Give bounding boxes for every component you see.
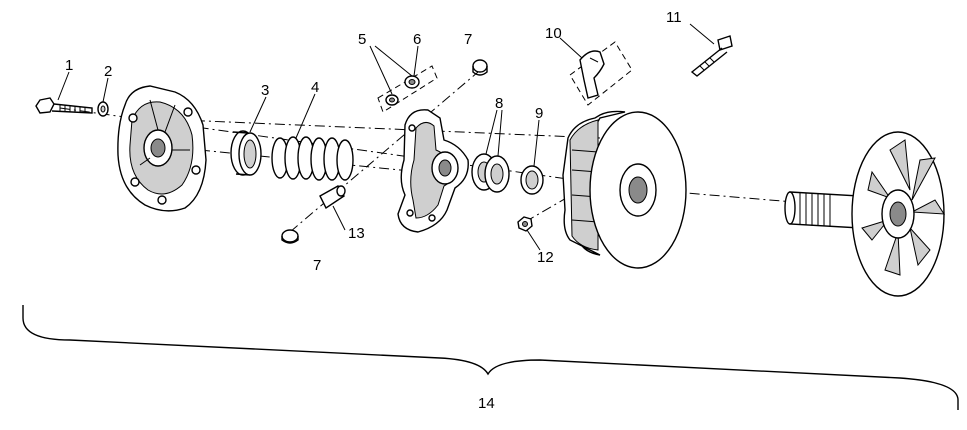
washer-part-2 (97, 101, 109, 117)
upper-axis-line (134, 117, 601, 139)
callout-14: 14 (478, 395, 495, 412)
dashed-box-part-10 (569, 41, 633, 106)
bolt-part-11 (690, 35, 733, 77)
weight-part-10 (579, 50, 605, 99)
bushing-part-3 (230, 130, 262, 176)
roller-part-7-lower (281, 229, 299, 244)
callout-13: 13 (348, 225, 365, 242)
callout-11: 11 (666, 9, 682, 26)
leader-lines (57, 23, 715, 251)
pin-axis-line (289, 71, 479, 233)
roller-part-6 (404, 75, 420, 89)
callout-5: 5 (358, 31, 366, 48)
cover-plate (117, 85, 207, 212)
nut-part-12 (517, 216, 533, 232)
moveable-sheave (562, 110, 687, 269)
lower-axis-line (199, 149, 421, 173)
nut-part-5 (385, 94, 399, 106)
callout-10: 10 (545, 25, 562, 42)
callout-1: 1 (65, 57, 73, 74)
callout-12: 12 (537, 249, 554, 266)
callout-2: 2 (104, 63, 112, 80)
callout-7-lower: 7 (313, 257, 321, 274)
assembly-brace (22, 305, 959, 410)
pin-part-13 (319, 185, 346, 210)
spider-assembly (397, 109, 469, 233)
callout-9: 9 (535, 105, 543, 122)
spring-part-4 (271, 136, 354, 181)
roller-part-7-upper (472, 59, 488, 76)
callout-3: 3 (261, 82, 269, 99)
callout-7-upper: 7 (464, 31, 472, 48)
callout-4: 4 (311, 79, 319, 96)
bushing-part-9 (520, 165, 544, 195)
fixed-sheave-shaft (784, 131, 945, 297)
seal-part-8 (471, 153, 510, 193)
callout-8: 8 (495, 95, 503, 112)
callout-6: 6 (413, 31, 421, 48)
bolt-part-1 (35, 97, 93, 114)
